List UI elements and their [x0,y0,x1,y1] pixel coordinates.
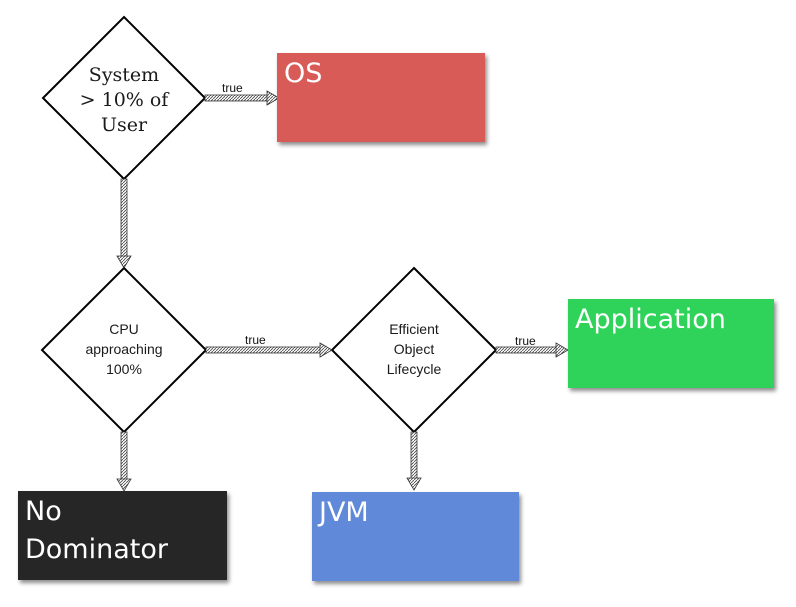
arrow-system-to-os [204,90,280,106]
arrow-efficient-to-application [495,342,569,358]
arrow-cpu-to-efficient [205,342,333,358]
outcome-application-box: Application [568,299,774,388]
edge-label-efficient-to-application: true [515,334,536,348]
arrow-cpu-to-no-dominator [116,431,132,492]
arrow-efficient-to-jvm [406,431,422,491]
decision-system-label: System > 10% of User [79,64,169,136]
outcome-no-dominator-box: No Dominator [18,491,227,580]
outcome-jvm-box: JVM [312,492,519,581]
edge-label-cpu-to-efficient: true [245,333,266,347]
arrow-system-to-cpu [116,178,132,269]
decision-efficient-label: Efficient Object Lifecycle [386,321,442,377]
decision-cpu-label: CPU approaching 100% [85,321,163,377]
outcome-os-box: OS [277,53,485,142]
edge-label-system-to-os: true [222,81,243,95]
